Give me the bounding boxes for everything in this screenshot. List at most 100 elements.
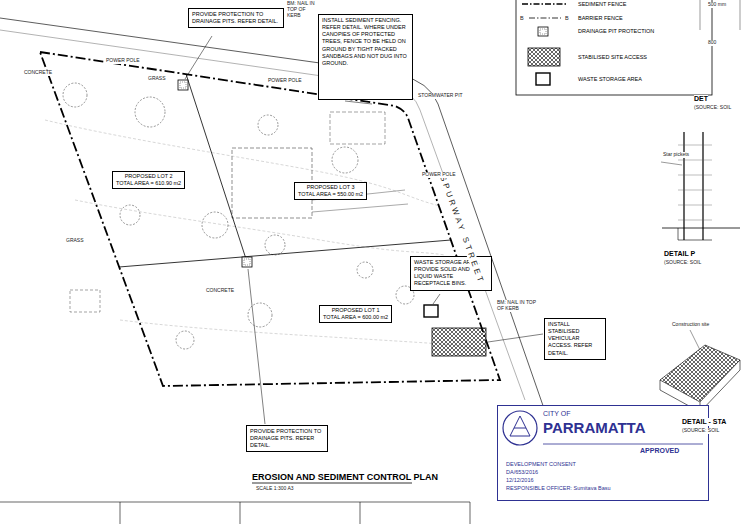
leader-line: [661, 162, 682, 165]
legend-waste-area: [536, 73, 550, 85]
node-text: TOTAL AREA = 550.00 m2: [298, 191, 363, 198]
legend-sediment-fence: [522, 3, 566, 4]
stamp-text: DEVELOPMENT CONSENT: [506, 462, 576, 468]
council-logo-mark: [510, 416, 530, 436]
drawing-title: EROSION AND SEDIMENT CONTROL PLAN: [252, 472, 438, 482]
contour-line: [75, 200, 445, 255]
waste-storage-area: [424, 305, 438, 317]
plan-label: DETAIL - STA: [682, 418, 726, 426]
leader-line: [185, 36, 212, 79]
legend-barrier-fence: [529, 18, 561, 19]
plan-label: (SOURCE: SOIL: [694, 105, 731, 111]
legend-text: SEDIMENT FENCE: [578, 1, 627, 7]
stamp-text: APPROVED: [640, 447, 679, 454]
leader-line: [433, 294, 440, 304]
fabric-toe: [678, 228, 712, 240]
node-text: PROVIDE PROTECTION TO DRAINAGE PITS. REF…: [192, 11, 280, 25]
stamp-text: CITY OF: [543, 410, 570, 417]
plan-label: DET: [694, 95, 708, 103]
tree-canopy: [202, 212, 228, 238]
callout-box: PROVIDE PROTECTION TO DRAINAGE PITS. REF…: [246, 425, 328, 452]
contour-line: [120, 320, 480, 350]
node-text: PROPOSED LOT 2: [116, 173, 181, 180]
stamp-text: 12/12/2016: [506, 478, 534, 484]
kerb-line: [0, 18, 548, 420]
stamp-text: RESPONSIBLE OFFICER: Sumitava Basu: [506, 486, 611, 492]
drainage-pit: [180, 82, 186, 88]
tree-canopy: [63, 83, 87, 107]
plan-label: STORMWATER PIT: [418, 93, 463, 99]
node-text: PROVIDE PROTECTION TO DRAINAGE PITS. REF…: [250, 428, 324, 449]
star-picket: [684, 132, 703, 240]
plan-label: BM: NAIL IN TOP OF KERB: [497, 300, 541, 312]
plan-label: SCALE 1:300 A3: [256, 486, 294, 492]
stabilised-site-access: [432, 328, 486, 356]
callout-box: PROVIDE PROTECTION TO DRAINAGE PITS. REF…: [188, 8, 284, 28]
lot-boundary: [186, 74, 247, 262]
legend-box: [516, 0, 712, 95]
plan-label: BM: NAIL IN TOP OF KERB: [287, 1, 315, 18]
tree-canopy: [135, 97, 165, 127]
node-text: PROPOSED LOT 1: [323, 307, 388, 314]
plan-label: B: [565, 15, 569, 21]
node-text: TOTAL AREA = 600.00 m2: [323, 314, 388, 321]
existing-shed: [70, 290, 100, 312]
title-block-frame: [0, 502, 470, 524]
plan-label: 800: [708, 40, 716, 46]
plan-label: (SOURCE: SOIL: [682, 428, 719, 434]
stamp-rule: [543, 444, 703, 445]
stamp-text: DA/653/2016: [506, 470, 538, 476]
legend-text: DRAINAGE PIT PROTECTION: [578, 28, 654, 34]
access-sketch: [660, 345, 740, 402]
callout-box: INSTALL SEDIMENT FENCING. REFER DETAIL. …: [318, 14, 413, 100]
callout-box: INSTALL STABILISED VEHICULAR ACCESS. REF…: [544, 318, 606, 360]
leader-line: [248, 269, 265, 424]
plan-label: POWER POLE: [106, 58, 140, 64]
title-underline: [252, 483, 412, 484]
lot-boundary: [119, 240, 451, 267]
tree-canopy: [265, 235, 285, 255]
legend-text: WASTE STORAGE AREA: [578, 76, 642, 82]
drainage-pit: [244, 259, 250, 265]
footpath-line: [0, 30, 525, 400]
legend-text: BARRIER FENCE: [578, 15, 623, 21]
tree-canopy: [357, 262, 373, 278]
plan-label: Construction site: [672, 322, 709, 328]
leader-line: [690, 330, 700, 350]
tree-canopy: [258, 115, 278, 135]
plan-label: Star pickets: [663, 152, 689, 158]
plan-label: DETAIL P: [664, 250, 695, 258]
tree-canopy: [176, 331, 194, 349]
tree-canopy: [332, 147, 358, 173]
ground-line: [662, 228, 740, 229]
plan-label: GRASS: [148, 76, 166, 82]
lot-label: PROPOSED LOT 2TOTAL AREA = 610.90 m2: [112, 171, 185, 189]
legend-site-access: [528, 48, 560, 66]
stamp-text: PARRAMATTA: [543, 420, 645, 435]
leader-line: [488, 334, 543, 342]
drainage-pit-protection: [242, 257, 252, 267]
node-text: PROPOSED LOT 3: [298, 184, 363, 191]
lot-label: PROPOSED LOT 1TOTAL AREA = 600.00 m2: [319, 305, 392, 323]
node-text: INSTALL STABILISED VEHICULAR ACCESS. REF…: [548, 321, 602, 357]
leader-line: [345, 101, 372, 104]
plan-label: 500 mm: [708, 2, 726, 8]
plan-label: GRASS: [66, 238, 84, 244]
legend-pit-protection: [538, 27, 548, 36]
contour-line: [45, 120, 440, 206]
approval-stamp: CITY OF PARRAMATTA APPROVED DEVELOPMENT CON…: [497, 405, 709, 501]
detail-frame: [700, 0, 740, 30]
plan-label: (SOURCE: SOIL: [664, 260, 701, 266]
legend-pit: [540, 29, 546, 34]
lot-label: PROPOSED LOT 3TOTAL AREA = 550.00 m2: [294, 182, 367, 200]
council-logo: [503, 411, 537, 445]
plan-label: POWER POLE: [422, 172, 456, 178]
plan-label: POWER POLE: [268, 78, 302, 84]
sediment-fence: [40, 52, 500, 386]
drainage-pit-protection: [178, 80, 188, 90]
node-text: INSTALL SEDIMENT FENCING. REFER DETAIL. …: [322, 17, 409, 67]
plan-label: CONCRETE: [206, 288, 234, 294]
node-text: TOTAL AREA = 610.90 m2: [116, 180, 181, 187]
plan-label: B: [520, 15, 524, 21]
